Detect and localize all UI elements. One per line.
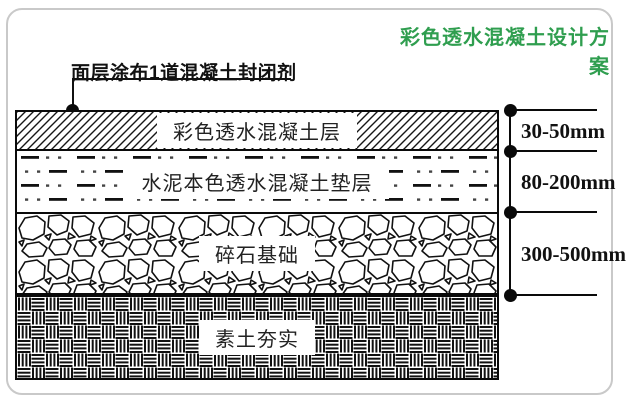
dimension-node-dot-icon (504, 145, 517, 158)
layer-colored-pervious-concrete: 彩色透水混凝土层 (15, 110, 499, 151)
surface-sealant-annotation: 面层涂布1道混凝土封闭剂 (71, 63, 297, 84)
layer-4-label: 素土夯实 (199, 320, 315, 355)
dimension-label-layer-2: 80-200mm (521, 169, 616, 194)
dimension-label-layer-1: 30-50mm (521, 118, 605, 143)
layer-2-label: 水泥本色透水混凝土垫层 (125, 164, 389, 199)
dimension-node-dot-icon (504, 104, 517, 117)
dimension-tick-line (509, 294, 597, 296)
layer-compacted-soil: 素土夯实 (15, 295, 499, 380)
dimension-tick-line (509, 109, 597, 111)
diagram-title: 彩色透水混凝土设计方案 (400, 27, 610, 78)
layer-crushed-stone-base: 碎石基础 (15, 212, 499, 295)
dimension-node-dot-icon (504, 289, 517, 302)
dimension-label-layer-3: 300-500mm (521, 241, 626, 266)
layer-3-label: 碎石基础 (199, 236, 315, 271)
dimension-tick-line (509, 150, 597, 152)
layer-1-label: 彩色透水混凝土层 (157, 113, 357, 148)
dimension-tick-line (509, 211, 597, 213)
leader-line-vertical (72, 78, 74, 111)
dimension-vertical-line (509, 110, 511, 297)
dimension-node-dot-icon (504, 206, 517, 219)
leader-line-horizontal (72, 78, 291, 80)
layer-cement-pervious-cushion: 水泥本色透水混凝土垫层 (15, 151, 499, 212)
